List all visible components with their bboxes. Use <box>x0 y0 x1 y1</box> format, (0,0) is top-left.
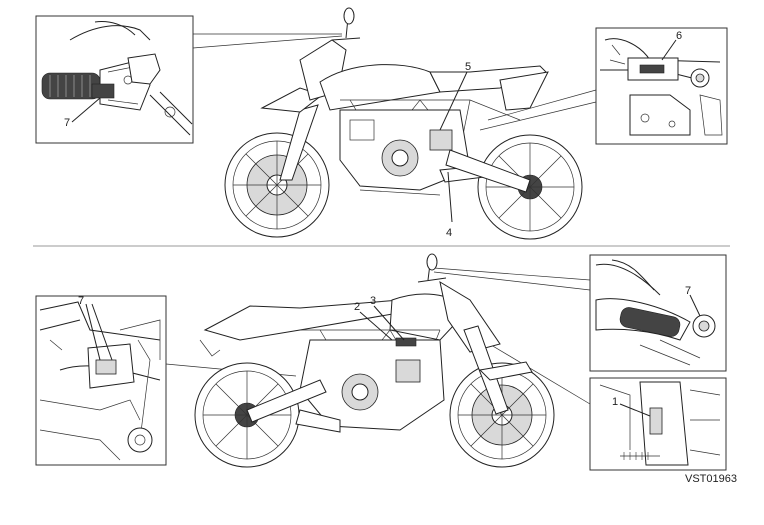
leader-top-right <box>487 89 597 121</box>
callout-top-main-upper: 5 <box>465 61 471 73</box>
callout-bottom-detail-bottom-right: 1 <box>612 396 618 408</box>
detail-box-swingarm: 6 <box>595 27 728 145</box>
detail-box-under-seat: 7 <box>35 295 167 466</box>
callout-top-main-lower: 4 <box>446 227 452 239</box>
callout-bottom-detail-top-right: 7 <box>685 285 691 297</box>
callout-top-detail-right: 6 <box>676 30 682 42</box>
detail-box-left-grip: 7 <box>35 15 194 144</box>
callout-bottom-detail-left: 7 <box>78 295 84 307</box>
detail-box-chassis-plate: 1 <box>589 377 727 471</box>
figure-code: VST01963 <box>685 473 737 485</box>
callout-bottom-main-right: 3 <box>370 295 376 307</box>
detail-box-right-grip: 7 <box>589 254 727 372</box>
leader-bottom-right-top <box>433 271 591 291</box>
motorcycle-side-view-left <box>224 7 583 240</box>
leader-bottom-right-lower <box>475 335 591 405</box>
callout-bottom-main-left: 2 <box>354 301 360 313</box>
motorcycle-side-view-right <box>194 253 555 468</box>
callout-top-detail-left: 7 <box>64 117 70 129</box>
